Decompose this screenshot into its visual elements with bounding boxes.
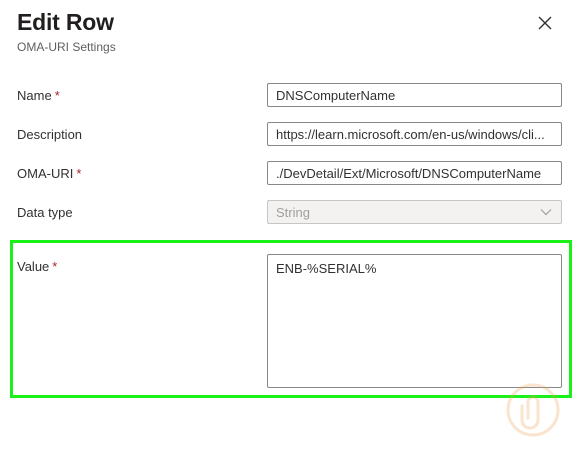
paperclip-watermark-icon — [506, 383, 560, 437]
panel-subtitle: OMA-URI Settings — [17, 40, 116, 54]
data-type-label-text: Data type — [17, 205, 73, 220]
required-mark: * — [54, 88, 60, 103]
name-input-value: DNSComputerName — [276, 87, 396, 103]
value-highlight-box — [10, 240, 572, 398]
data-type-select: String — [267, 200, 562, 224]
value-label: Value* — [17, 259, 57, 274]
value-textarea-text: ENB-%SERIAL% — [276, 261, 377, 276]
name-input[interactable]: DNSComputerName — [267, 83, 562, 107]
description-label-text: Description — [17, 127, 83, 142]
description-input-value: https://learn.microsoft.com/en-us/window… — [276, 126, 545, 142]
chevron-down-icon — [540, 209, 552, 216]
oma-uri-input-value: ./DevDetail/Ext/Microsoft/DNSComputerNam… — [276, 165, 542, 181]
description-label: Description — [17, 127, 82, 142]
data-type-value: String — [276, 204, 310, 220]
panel-title: Edit Row — [17, 9, 114, 35]
oma-uri-label-text: OMA-URI — [17, 166, 74, 181]
required-mark: * — [52, 259, 58, 274]
close-button[interactable] — [534, 12, 556, 34]
close-icon — [538, 16, 552, 30]
name-label: Name* — [17, 88, 60, 103]
required-mark: * — [76, 166, 82, 181]
oma-uri-label: OMA-URI* — [17, 166, 81, 181]
name-label-text: Name — [17, 88, 52, 103]
value-textarea[interactable]: ENB-%SERIAL% — [267, 254, 562, 388]
value-label-text: Value — [17, 259, 50, 274]
oma-uri-input[interactable]: ./DevDetail/Ext/Microsoft/DNSComputerNam… — [267, 161, 562, 185]
data-type-label: Data type — [17, 205, 73, 220]
description-input[interactable]: https://learn.microsoft.com/en-us/window… — [267, 122, 562, 146]
